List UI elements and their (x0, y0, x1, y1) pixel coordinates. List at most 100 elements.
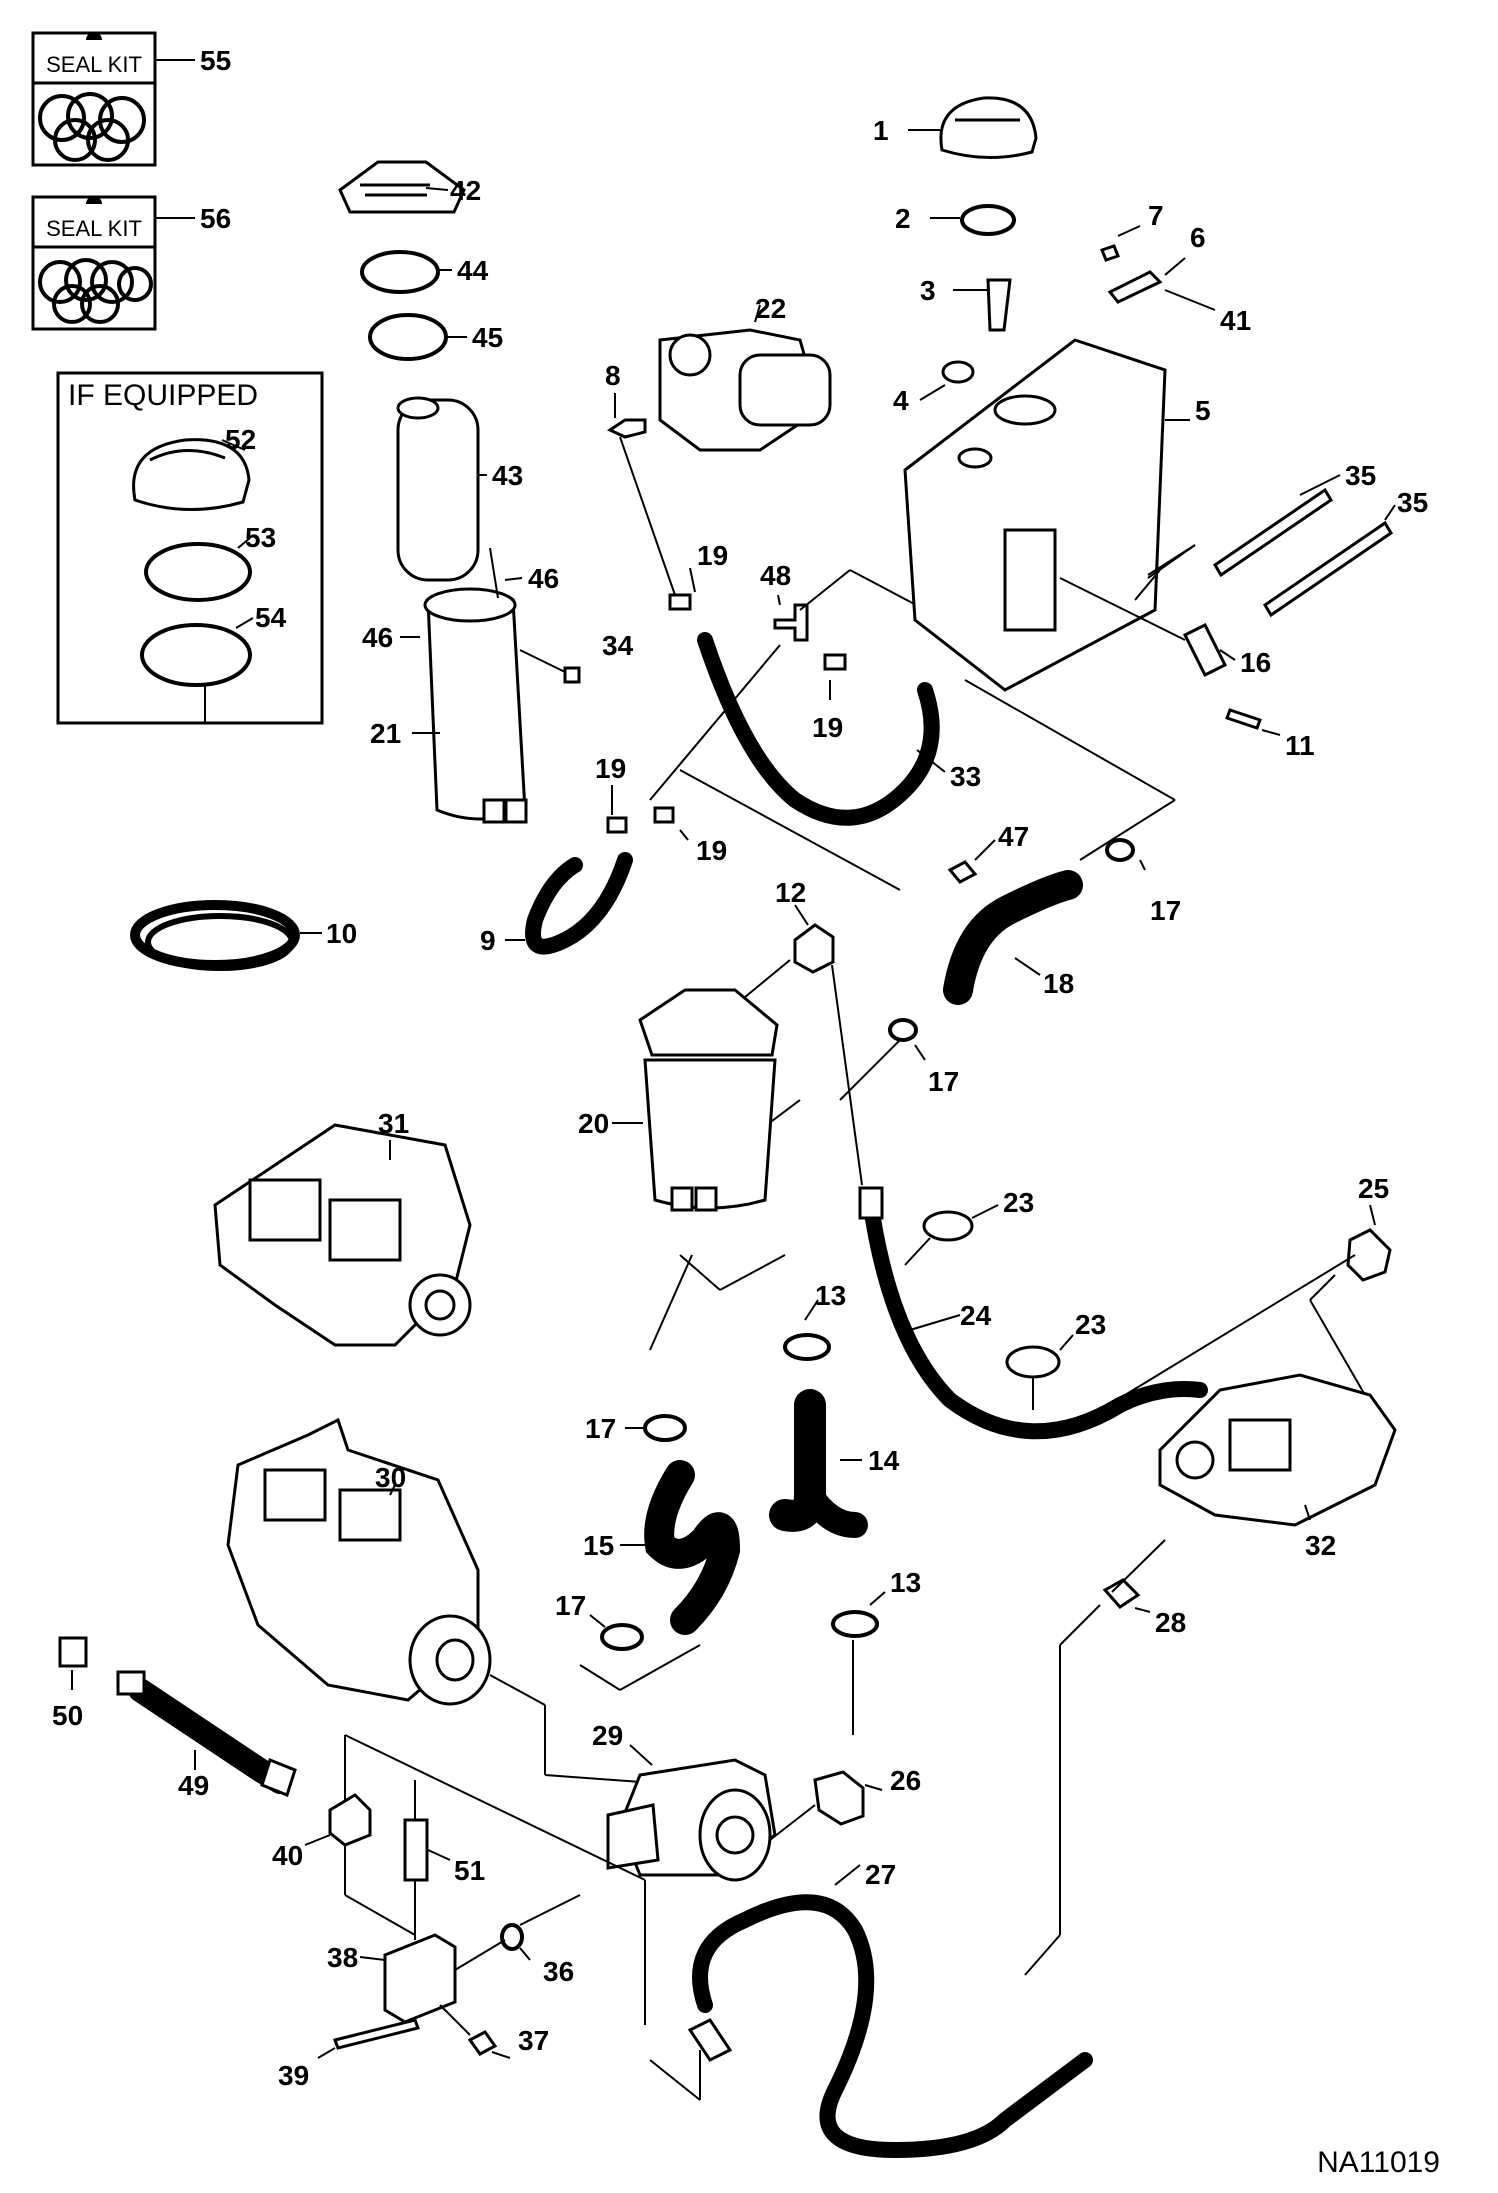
hose-24-fitting (858, 1186, 884, 1220)
seal-kit-56: SEAL KIT (31, 195, 157, 331)
drawing-code: NA11019 (1317, 2146, 1440, 2179)
if-equipped-box (56, 371, 324, 725)
callout-35-b: 35 (1397, 487, 1428, 518)
callout-11: 11 (1285, 730, 1315, 761)
callout-49: 49 (178, 1770, 209, 1801)
hose-49 (128, 1678, 292, 1794)
if-equipped-title: IF EQUIPPED (68, 379, 258, 412)
filter-assembly-20 (638, 988, 779, 1212)
callout-17-a: 17 (1150, 895, 1181, 926)
callout-23-b: 23 (1075, 1309, 1106, 1340)
callout-9: 9 (480, 925, 496, 956)
callout-41: 41 (1220, 305, 1251, 336)
filter-cap-42 (338, 160, 466, 214)
gear-pump-29 (606, 1758, 777, 1882)
filter-housing-21 (423, 587, 528, 824)
callout-5: 5 (1195, 395, 1211, 426)
fuel-tank-5 (903, 338, 1167, 692)
callout-36: 36 (543, 1956, 574, 1987)
callout-32: 32 (1305, 1530, 1336, 1561)
callout-19-d: 19 (696, 835, 727, 866)
o-ring-44 (360, 250, 440, 294)
callout-55: 55 (200, 45, 231, 76)
fitting-51 (403, 1818, 429, 1882)
hose-coil-10 (130, 900, 300, 971)
o-ring-45 (368, 313, 448, 361)
callout-43: 43 (492, 460, 523, 491)
o-ring-36 (500, 1923, 524, 1951)
callout-4: 4 (893, 385, 909, 416)
fitting-28 (1102, 1578, 1141, 1609)
callout-53: 53 (245, 522, 276, 553)
fitting-26 (813, 1770, 865, 1826)
strip-35-b (1262, 520, 1394, 618)
callout-33: 33 (950, 761, 981, 792)
fitting-8 (606, 418, 647, 439)
callout-46-left: 46 (362, 622, 393, 653)
fill-cap-52 (132, 438, 251, 512)
callout-45: 45 (472, 322, 503, 353)
clamp-19-d (653, 806, 675, 824)
clamp-17-b (888, 1018, 918, 1042)
callout-35-a: 35 (1345, 460, 1376, 491)
callout-52: 52 (225, 424, 256, 455)
callout-13-a: 13 (815, 1280, 846, 1311)
callout-10: 10 (326, 918, 357, 949)
clamp-17-d (600, 1623, 644, 1651)
clamp-19-b (823, 653, 847, 671)
callout-51: 51 (454, 1855, 485, 1886)
callout-19-c: 19 (595, 753, 626, 784)
nut-7 (1100, 244, 1120, 262)
callout-13-b: 13 (890, 1567, 921, 1598)
bracket-6 (1107, 270, 1163, 304)
elbow-fitting-12 (793, 923, 835, 974)
plug-37 (467, 2030, 498, 2056)
callout-16: 16 (1240, 647, 1271, 678)
hydrostatic-pump-31 (213, 1123, 472, 1347)
elbow-fitting-40 (328, 1793, 372, 1847)
callout-20: 20 (578, 1108, 609, 1139)
callout-40: 40 (272, 1840, 303, 1871)
callout-17-c: 17 (585, 1413, 616, 1444)
callout-47: 47 (998, 821, 1029, 852)
grommet-4 (941, 360, 975, 384)
callout-2: 2 (895, 203, 911, 234)
filter-element-43 (396, 398, 480, 582)
hose-33 (697, 632, 940, 826)
callout-15: 15 (583, 1530, 614, 1561)
callout-48: 48 (760, 560, 791, 591)
hose-24 (862, 1192, 1208, 1440)
clamp-19-c (606, 816, 628, 834)
strip-35-a (1212, 487, 1334, 578)
clamp-19-a (668, 593, 692, 611)
callout-17-b: 17 (928, 1066, 959, 1097)
callout-19-a: 19 (697, 540, 728, 571)
fill-cap-1 (939, 96, 1038, 159)
bolt-39 (333, 2018, 420, 2050)
tee-fitting-48 (773, 603, 809, 642)
hose-15 (644, 1460, 741, 1635)
grommet-23-a (922, 1210, 974, 1242)
o-ring-53 (144, 542, 252, 602)
callout-50: 50 (52, 1700, 83, 1731)
hose-18 (943, 870, 1083, 1005)
callout-21: 21 (370, 718, 401, 749)
callout-19-b: 19 (812, 712, 843, 743)
hose-9 (525, 852, 633, 955)
seal-kit-56-label: SEAL KIT (46, 216, 142, 241)
grommet-23-b (1005, 1345, 1061, 1379)
filler-neck-3 (986, 278, 1012, 332)
o-ring-54 (140, 623, 252, 687)
callout-26: 26 (890, 1765, 921, 1796)
hose-27-elbow (687, 2018, 733, 2062)
callout-6: 6 (1190, 222, 1206, 253)
callout-30: 30 (375, 1462, 406, 1493)
callout-31: 31 (378, 1108, 409, 1139)
nut-50 (58, 1636, 88, 1668)
callout-29: 29 (592, 1720, 623, 1751)
callout-34: 34 (602, 630, 634, 661)
callout-56: 56 (200, 203, 231, 234)
hose-27 (692, 1894, 1093, 2159)
o-ring-2 (960, 204, 1016, 236)
